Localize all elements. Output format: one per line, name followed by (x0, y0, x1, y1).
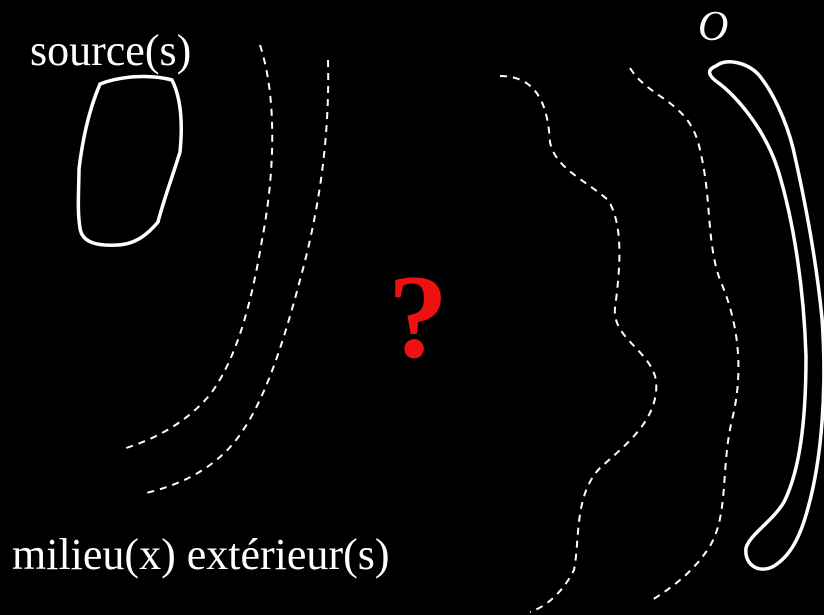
environment-label: milieu(x) extérieur(s) (12, 530, 390, 580)
boundary-dashed-3 (500, 76, 656, 612)
boundary-dashed-1 (126, 45, 272, 448)
observer-label: O (698, 4, 728, 50)
observer-loop (710, 62, 824, 569)
source-blob (78, 77, 181, 246)
unknown-question-mark: ? (388, 252, 448, 382)
boundary-dashed-2 (146, 60, 328, 493)
source-label: source(s) (30, 26, 191, 76)
boundary-dashed-4 (630, 68, 738, 600)
